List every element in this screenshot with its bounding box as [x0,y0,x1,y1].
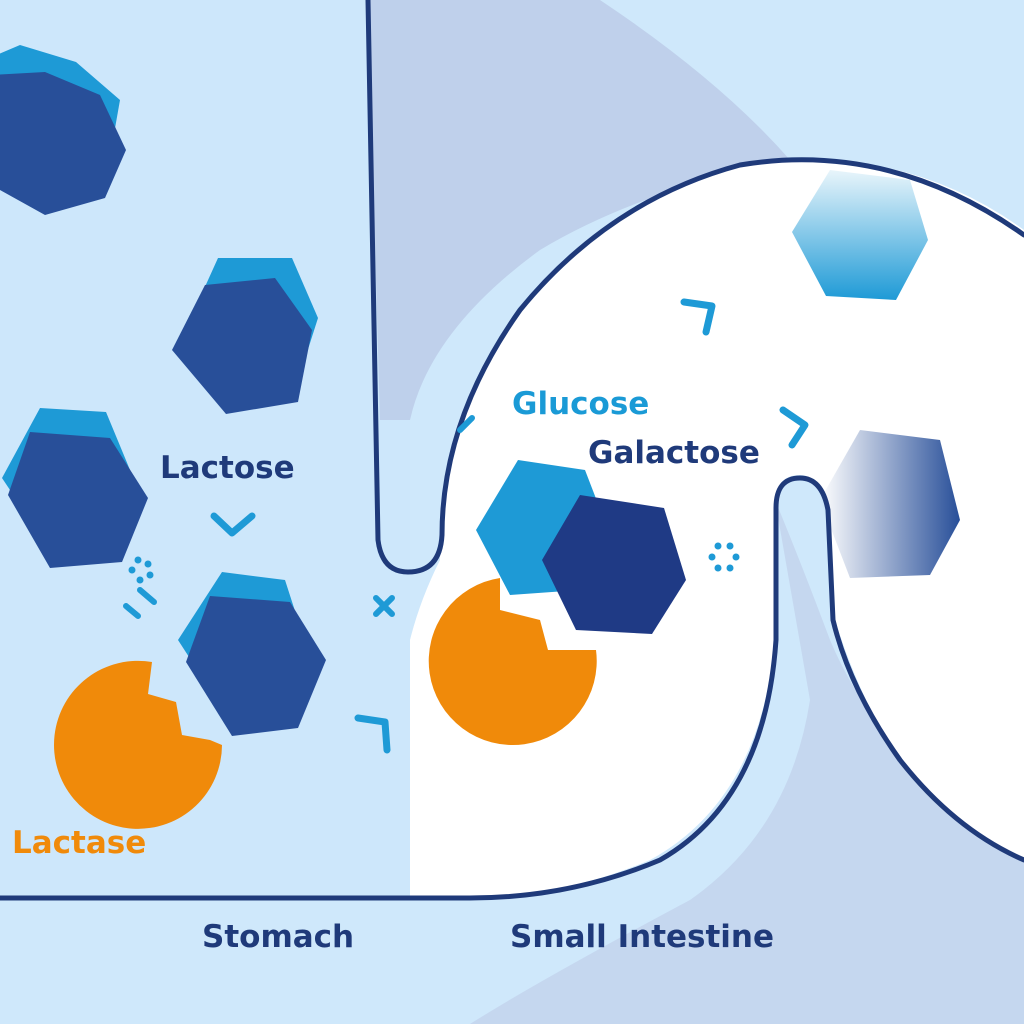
sparkle-icon [708,542,740,572]
lactase-label: Lactase [12,825,146,861]
chevron-right-icon [680,298,716,336]
lactose-hexagon-front [186,596,326,736]
lactase-enzyme [54,660,223,829]
lactose-molecule [172,258,318,414]
chevron-down-icon [210,512,256,537]
galactose-hexagon [542,495,686,634]
lactose-hexagon-front [0,72,126,215]
lactose-hexagon-front [172,278,312,414]
glucose-label: Glucose [512,386,649,422]
chevron-right-icon [354,714,391,754]
lactose-molecule [2,408,148,568]
lactose-molecule [0,45,126,215]
lactose-label: Lactose [160,450,295,486]
dash-icon [457,415,475,433]
absorbed-galactose-hexagon [820,430,960,578]
upper-shading [368,0,790,420]
intestine-wall [365,0,1024,575]
lactose-hexagon-front [8,432,148,568]
lactose-molecule [178,572,326,736]
lactase-enzyme-intestine [428,578,597,746]
sparkle-icon [128,556,154,584]
chevron-right-icon [779,406,809,449]
dash-icon [123,587,157,619]
stomach-label: Stomach [202,919,354,955]
villus-wall [0,475,1024,901]
small-intestine-label: Small Intestine [510,919,774,955]
lower-shading [470,500,1024,1024]
cross-icon [373,595,395,617]
galactose-label: Galactose [588,435,760,471]
absorbed-glucose-hexagon [792,170,928,300]
